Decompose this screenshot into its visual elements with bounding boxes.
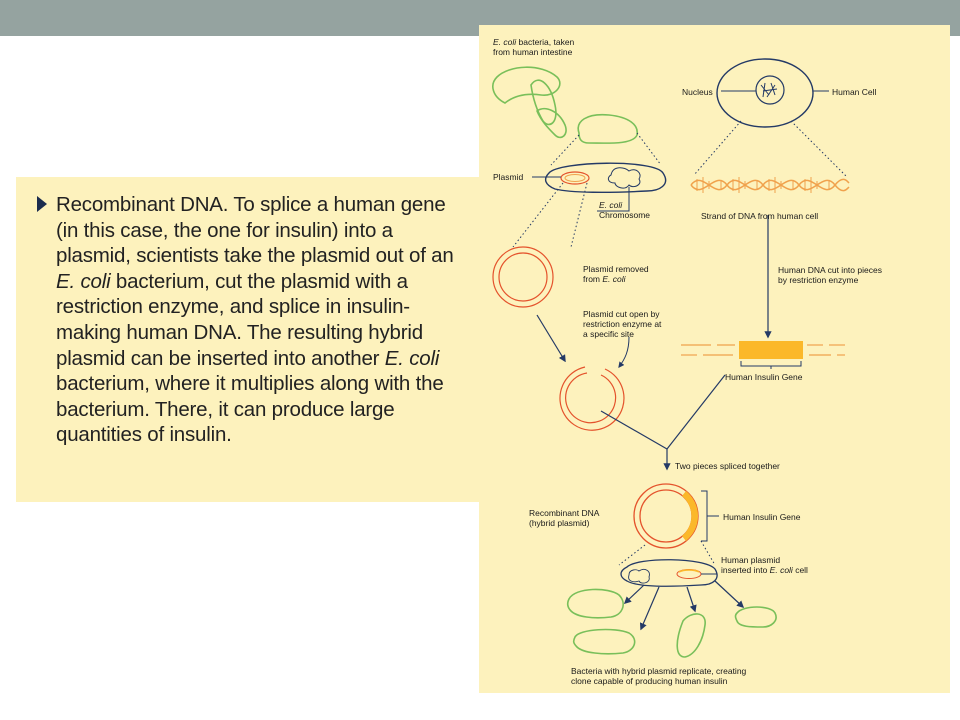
removed-plasmid bbox=[492, 246, 554, 308]
label-bottom-caption: Bacteria with hybrid plasmid replicate, … bbox=[571, 666, 747, 686]
caption-part-5: bacterium, where it multiplies along wit… bbox=[56, 372, 444, 447]
bullet-arrow-icon bbox=[37, 196, 47, 212]
label-recombinant-dna: Recombinant DNA (hybrid plasmid) bbox=[529, 508, 600, 528]
bacteria-to-cell-guides bbox=[550, 132, 662, 166]
replication-arrows bbox=[623, 580, 745, 631]
label-chromosome-line2: Chromosome bbox=[599, 210, 651, 220]
human-cell bbox=[716, 58, 829, 128]
caption-part-1: Recombinant DNA. To splice a human gene … bbox=[56, 193, 454, 268]
cut-dna-pieces bbox=[681, 341, 845, 369]
cell-to-strand-guides bbox=[693, 120, 848, 178]
cut-plasmid bbox=[559, 366, 625, 431]
label-inserted-pre: inserted into bbox=[721, 565, 770, 575]
label-inserted-line1: Human plasmid bbox=[721, 555, 781, 565]
label-dna-strand: Strand of DNA from human cell bbox=[701, 211, 819, 221]
caption-ecoli-1: E. coli bbox=[56, 269, 111, 293]
ecoli-bacteria-cluster bbox=[492, 66, 638, 144]
label-dna-cut: Human DNA cut into pieces by restriction… bbox=[778, 265, 882, 285]
insertion-guides bbox=[618, 540, 716, 566]
human-dna-strand bbox=[690, 177, 850, 193]
splice-convergence bbox=[600, 374, 726, 471]
insulin-gene-segment bbox=[739, 341, 803, 359]
label-chromosome-italic: E. coli bbox=[599, 200, 623, 210]
label-insulin-gene-2: Human Insulin Gene bbox=[723, 512, 801, 522]
label-plasmid: Plasmid bbox=[493, 172, 524, 182]
label-inserted-post: cell bbox=[792, 565, 808, 575]
label-plasmid-removed-line1: Plasmid removed bbox=[583, 264, 649, 274]
label-ecoli-source-rest: bacteria, taken bbox=[516, 37, 575, 47]
label-nucleus: Nucleus bbox=[682, 87, 713, 97]
label-insulin-gene: Human Insulin Gene bbox=[725, 372, 803, 382]
diagram-figure bbox=[492, 58, 850, 658]
label-ecoli-source-italic: E. coli bbox=[493, 37, 517, 47]
caption-ecoli-2: E. coli bbox=[384, 346, 440, 370]
label-plasmid-cut-open: Plasmid cut open by restriction enzyme a… bbox=[583, 309, 662, 339]
removal-to-cut-arrow bbox=[536, 314, 566, 363]
inserted-gene-arc bbox=[682, 491, 699, 541]
label-spliced: Two pieces spliced together bbox=[675, 461, 780, 471]
label-plasmid-removed-italic: E. coli bbox=[602, 274, 626, 284]
label-ecoli-source-line2: from human intestine bbox=[493, 47, 573, 57]
label-plasmid-removed-from: from bbox=[583, 274, 603, 284]
cut-site-pointer bbox=[618, 336, 630, 368]
label-human-cell: Human Cell bbox=[832, 87, 877, 97]
cloned-bacteria bbox=[566, 588, 777, 658]
hybrid-plasmid bbox=[633, 483, 719, 549]
label-inserted-italic: E. coli bbox=[769, 565, 793, 575]
caption-part-3: bacterium, cut the plasmid with a restri… bbox=[56, 269, 423, 370]
caption-panel bbox=[16, 177, 496, 502]
ecoli-bacterium bbox=[532, 162, 667, 212]
caption-text: Recombinant DNA. To splice a human gene … bbox=[56, 192, 464, 448]
recipient-ecoli-cell bbox=[620, 559, 718, 587]
plasmid-removal-guides bbox=[512, 182, 588, 248]
